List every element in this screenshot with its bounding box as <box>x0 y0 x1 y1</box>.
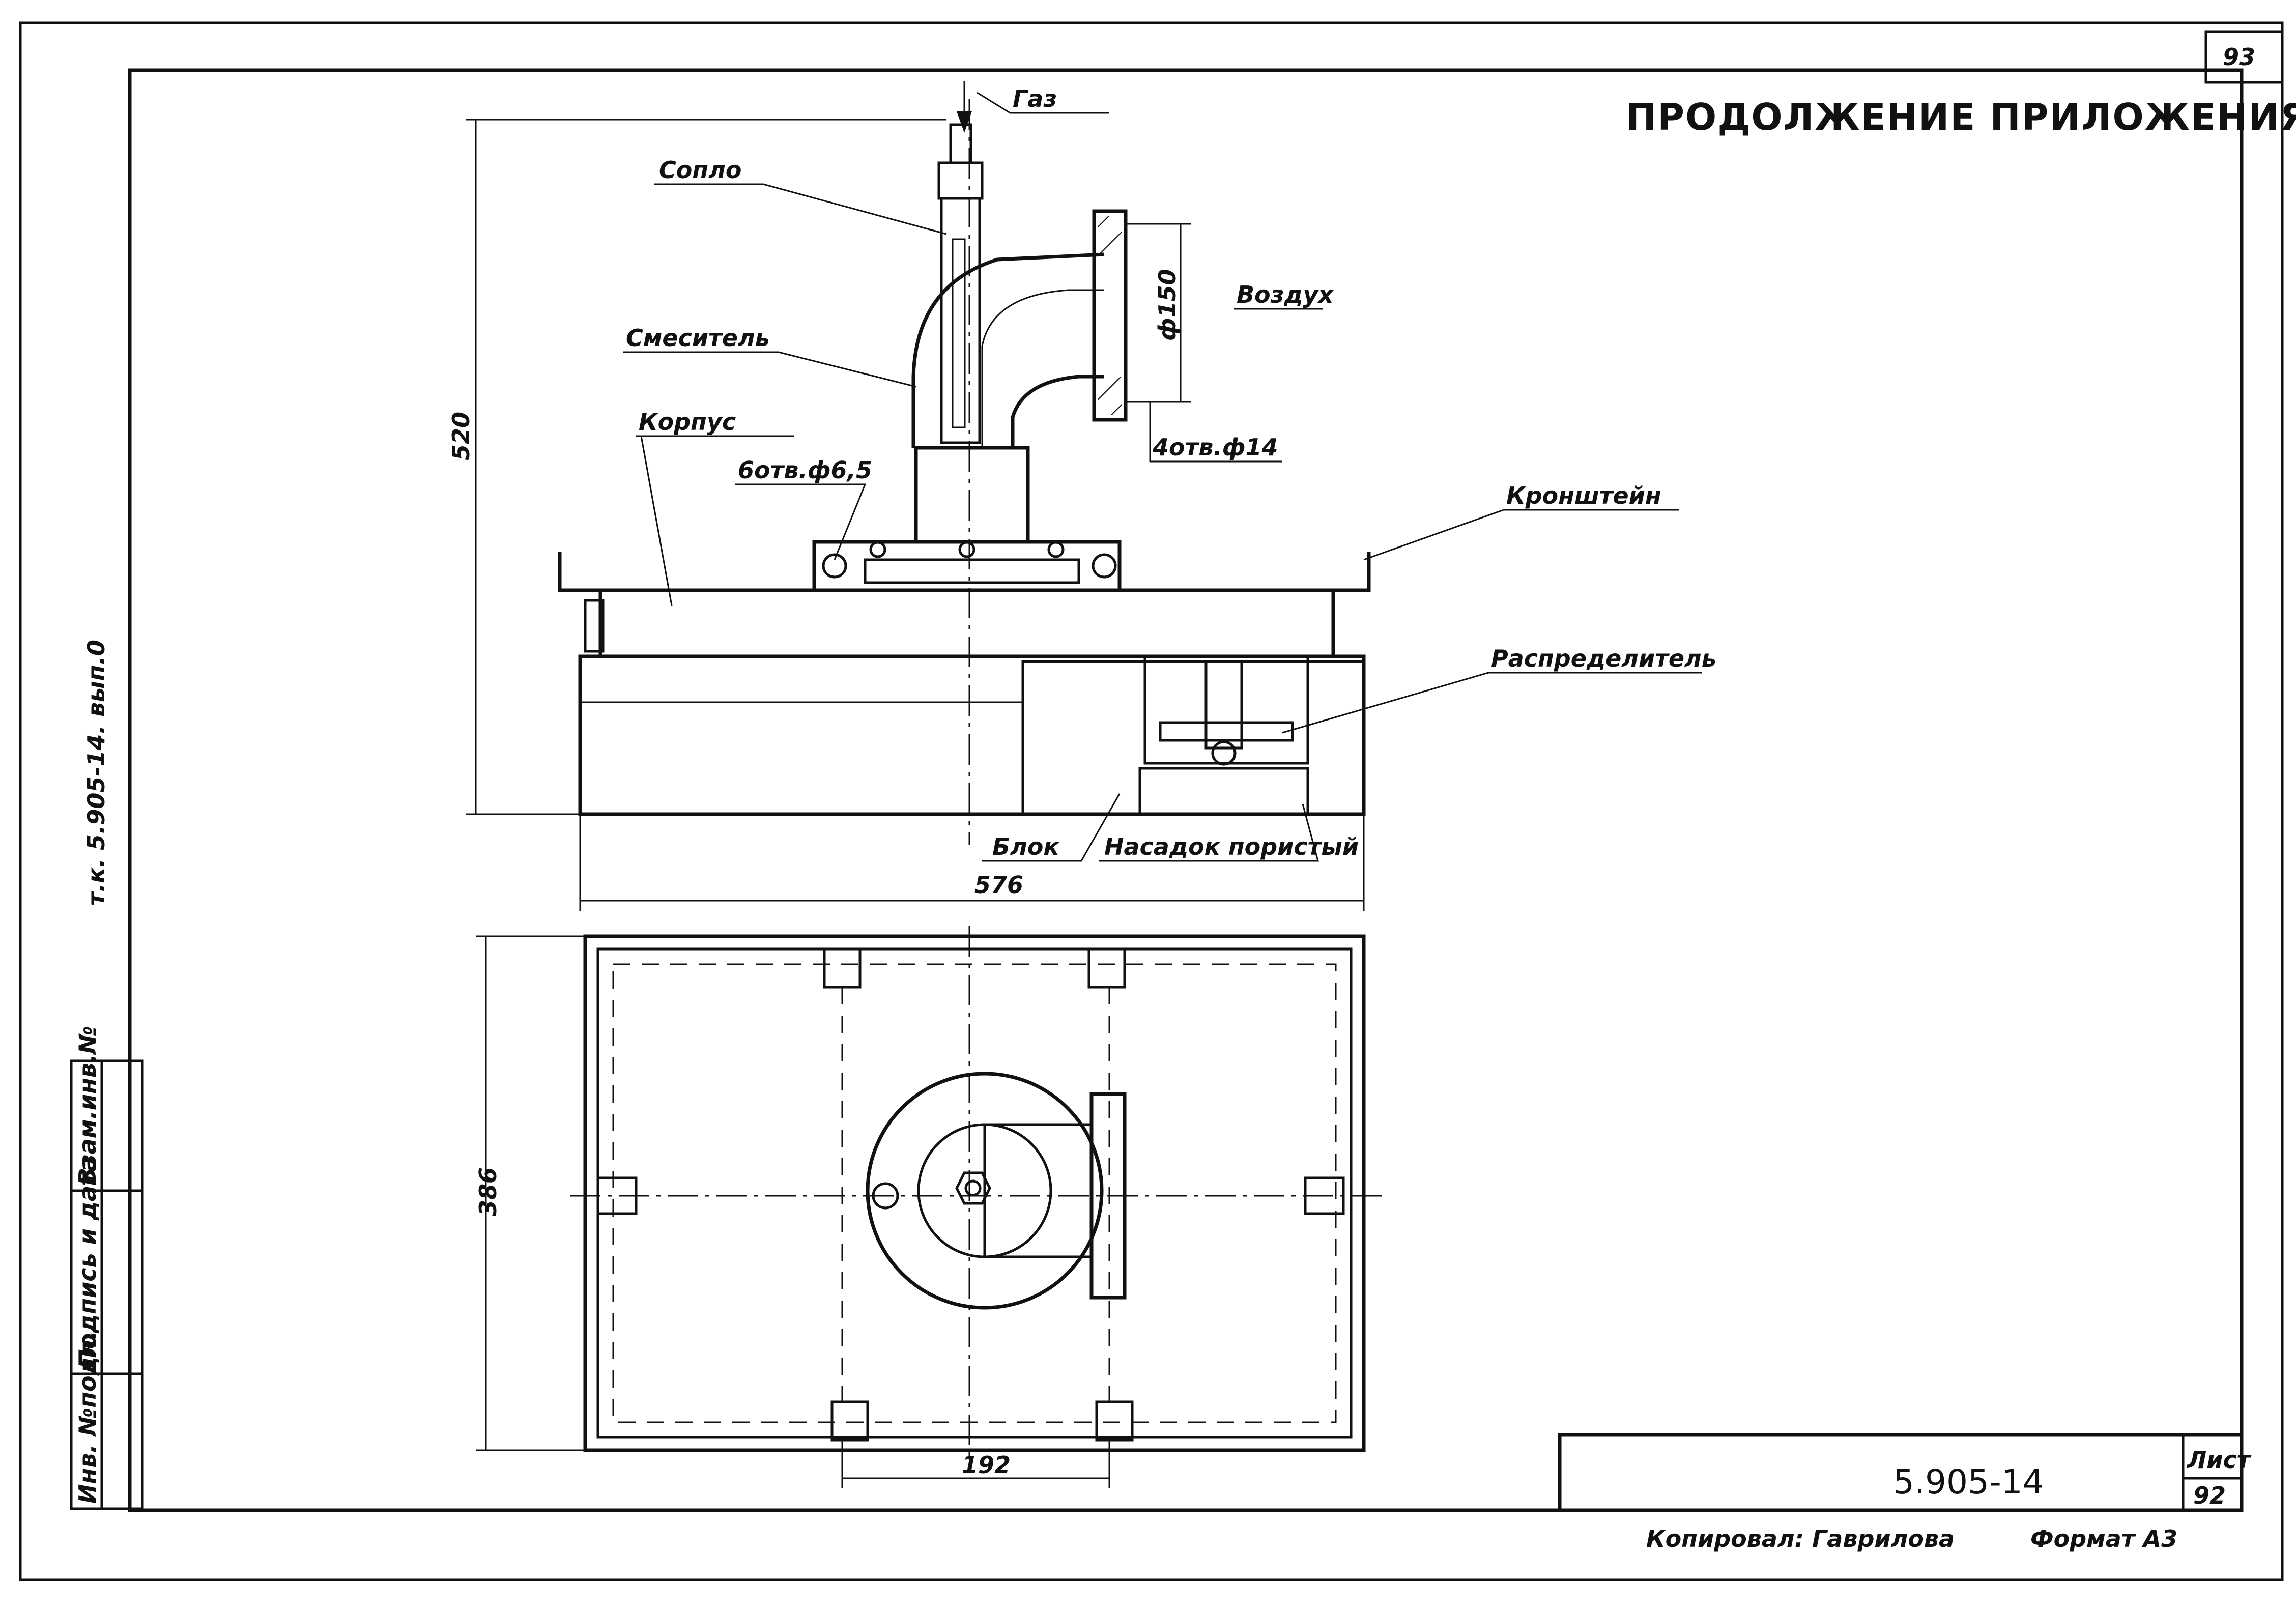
lug-right <box>1304 1176 1345 1215</box>
leader-nozzle <box>654 183 947 235</box>
plan-elbow-outer <box>866 1072 1104 1310</box>
plan-air-flange <box>1089 1092 1127 1300</box>
label-holes-4: 4отв.ф14 <box>1152 434 1278 461</box>
bracket-right <box>1328 552 1371 592</box>
porous-nozzle <box>1138 767 1309 816</box>
mixer-elbow-middle <box>981 289 1104 448</box>
lug-left <box>596 1176 638 1215</box>
flange-inner <box>864 558 1080 584</box>
label-air: Воздух <box>1237 281 1334 308</box>
front-callouts: Газ Сопло Смеситель Воздух Корпус 6отв.ф… <box>623 85 1716 862</box>
leader-holes-6 <box>735 483 867 560</box>
mixer-elbow-inner <box>1011 375 1104 448</box>
bolt-right <box>1092 553 1117 579</box>
nozzle-nut <box>937 161 984 200</box>
lug-top-right <box>1087 947 1126 989</box>
leader-gas <box>977 92 1109 114</box>
leader-body <box>636 435 794 606</box>
lug-bottom-left <box>830 1400 869 1442</box>
stamp-frame <box>70 1059 144 1510</box>
block-section-hatch <box>1021 660 1365 816</box>
mixer-elbow-outer <box>911 252 1105 448</box>
side-code: т.к. 5.905-14. вып.0 <box>82 640 110 906</box>
leader-distributor <box>1282 672 1702 734</box>
bolt-mid-right <box>1047 541 1065 558</box>
title-block: 5.905-14 Лист 92 <box>1558 1433 2252 1512</box>
outer-border <box>19 21 2284 1581</box>
label-gas: Газ <box>1013 85 1057 112</box>
left-stamp: Инв. №подл. Подпись и дата Взам.инв.№ <box>70 1026 144 1510</box>
title-block-frame <box>1558 1433 2244 1512</box>
bolt-mid-left <box>869 541 886 558</box>
label-nozzle: Сопло <box>659 156 741 184</box>
doc-number: 5.905-14 <box>1893 1462 2044 1502</box>
air-flange-hatch-bottom <box>1098 377 1122 415</box>
page-number: 93 <box>2223 43 2255 71</box>
label-distributor: Распределитель <box>1491 645 1716 672</box>
leader-block <box>982 793 1121 862</box>
label-body: Корпус <box>639 408 736 436</box>
gas-nipple <box>949 123 972 164</box>
nozzle-tube <box>940 197 981 444</box>
label-block: Блок <box>992 833 1060 860</box>
dim-height: 520 <box>447 412 475 460</box>
leader-holes-4 <box>1149 402 1282 463</box>
mixer-base <box>914 446 1030 544</box>
dim-plan-height: 386 <box>474 1167 502 1216</box>
air-flange-hatch-top <box>1098 216 1122 257</box>
plan-nut-hole <box>964 1179 982 1197</box>
plan-inner <box>596 947 1353 1439</box>
sheet-title: ПРОДОЛЖЕНИЕ ПРИЛОЖЕНИЯ 43 <box>1626 96 2296 138</box>
leader-mixer <box>623 351 916 388</box>
footer-copied-by: Копировал: Гаврилова <box>1646 1525 1955 1552</box>
label-porous-nozzle: Насадок пористый <box>1104 833 1359 860</box>
plan-elbow-neck <box>983 1123 1093 1258</box>
lug-bottom-right <box>1095 1400 1134 1442</box>
label-bracket: Кронштейн <box>1506 482 1661 509</box>
page-number-box <box>2204 30 2284 84</box>
plan-bolt <box>872 1182 899 1210</box>
stamp-col-1: Инв. №подл. <box>74 1331 101 1504</box>
bracket-left-stud <box>584 599 605 653</box>
block <box>578 654 1366 816</box>
nozzle-tube-hatch <box>952 238 966 428</box>
plan-view: 386 192 <box>474 926 1384 1488</box>
plan-outer <box>583 934 1366 1452</box>
stamp-col-3: Взам.инв.№ <box>74 1026 101 1186</box>
dim-width: 576 <box>974 871 1023 899</box>
plan-hidden-outline <box>612 963 1337 1423</box>
bracket-left <box>558 552 606 592</box>
air-flange <box>1092 209 1128 422</box>
sheet-label: Лист <box>2186 1446 2252 1474</box>
air-diameter: ф150 <box>1154 269 1181 341</box>
plan-hex-nut <box>955 1171 991 1205</box>
leader-porous <box>1099 803 1319 862</box>
drawing-frame <box>128 68 2244 1512</box>
label-mixer: Смеситель <box>626 324 770 352</box>
distributor-nut <box>1211 740 1237 766</box>
footer-format: Формат А3 <box>2030 1525 2177 1552</box>
label-holes-6: 6отв.ф6,5 <box>738 456 872 484</box>
distributor-plate <box>1159 721 1294 742</box>
sheet-number: 92 <box>2193 1482 2226 1509</box>
dim-spacing: 192 <box>962 1451 1011 1479</box>
bolt-mid <box>958 541 975 558</box>
bolt-left <box>822 553 847 579</box>
housing <box>598 588 1335 658</box>
leader-bracket <box>1363 509 1679 561</box>
stamp-col-2: Подпись и дата <box>74 1156 101 1369</box>
front-elevation: ф150 520 <box>447 81 1371 911</box>
lug-top-left <box>823 947 862 989</box>
distributor-stem <box>1204 660 1243 750</box>
